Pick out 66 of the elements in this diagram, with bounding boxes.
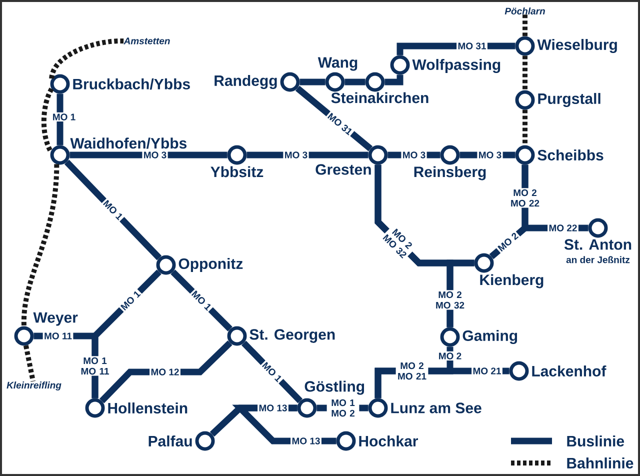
bus-line bbox=[300, 78, 326, 86]
legend-label: Bahnlinie bbox=[567, 457, 634, 468]
station-name: St. Anton bbox=[564, 239, 632, 250]
place-name: Pöchlarn bbox=[504, 8, 545, 14]
bus-line bbox=[56, 94, 64, 146]
route-label: MO 3 bbox=[477, 150, 503, 160]
route-label: MO 3 bbox=[283, 150, 309, 160]
route-label: MO 22 bbox=[548, 223, 578, 233]
station-name: St. Georgen bbox=[250, 329, 335, 343]
station-name: Kienberg bbox=[480, 274, 544, 288]
rail-line bbox=[22, 164, 60, 326]
route-label: MO 2 MO 32 bbox=[380, 224, 417, 261]
station-name: Hollenstein bbox=[108, 402, 188, 414]
station-name: Ybbsitz bbox=[210, 166, 264, 178]
rail-line bbox=[41, 88, 54, 153]
rail-line bbox=[522, 110, 528, 146]
route-label: MO 1 bbox=[51, 112, 77, 122]
station-name: Göstling bbox=[304, 380, 364, 395]
station-name: Opponitz bbox=[178, 258, 243, 272]
station-name: Wolfpassing bbox=[412, 58, 500, 74]
station-name: Hochkar bbox=[359, 435, 418, 446]
route-label: MO 31 bbox=[325, 110, 355, 138]
station-name: Reinsberg bbox=[414, 166, 486, 180]
station-name: Lunz am See bbox=[391, 402, 482, 414]
route-label: MO 2 bbox=[495, 230, 521, 254]
route-label: MO 1 bbox=[189, 288, 214, 313]
rail-line bbox=[23, 345, 36, 382]
route-label: MO 11 bbox=[42, 331, 74, 341]
route-label: MO 13 bbox=[290, 436, 322, 446]
route-label: MO 2 bbox=[437, 351, 463, 361]
station-name: Purgstall bbox=[538, 92, 600, 108]
station-name: Gresten bbox=[316, 164, 371, 175]
station-name: Bruckbach/Ybbs bbox=[73, 78, 190, 90]
route-label: MO 3 bbox=[401, 150, 427, 160]
station-name: Wieselburg bbox=[537, 38, 617, 54]
station-name: Weyer bbox=[33, 312, 78, 326]
route-label: MO 2 MO 22 bbox=[508, 188, 542, 208]
legend-label: Buslinie bbox=[567, 435, 624, 446]
rail-line bbox=[522, 14, 528, 36]
place-name: Amstetten bbox=[124, 38, 170, 44]
route-label: MO 2 MO 32 bbox=[434, 290, 466, 310]
route-label: MO 1 MO 11 bbox=[78, 356, 112, 376]
route-label: MO 3 bbox=[142, 150, 168, 160]
bus-line bbox=[344, 78, 366, 86]
route-label: MO 13 bbox=[258, 403, 288, 413]
place-name: Kleinreifling bbox=[6, 382, 62, 390]
station-name: Steinakirchen bbox=[331, 92, 428, 104]
route-label: MO 31 bbox=[456, 41, 488, 51]
route-label: MO 2 MO 21 bbox=[396, 361, 428, 381]
station-name: Waidhofen/Ybbs bbox=[70, 138, 187, 149]
station-name: Gaming bbox=[462, 330, 518, 344]
bus-line bbox=[384, 74, 404, 86]
station-name: Lackenhof bbox=[532, 365, 606, 376]
route-label: MO 1 bbox=[118, 288, 143, 313]
station-name: Wang bbox=[318, 57, 358, 71]
station-subtitle: an der Jeßnitz bbox=[566, 256, 630, 264]
rail-line bbox=[522, 56, 528, 90]
route-label: MO 1 bbox=[100, 198, 126, 222]
rail-line bbox=[49, 38, 124, 80]
route-label: MO 1 MO 2 bbox=[326, 398, 360, 418]
station-name: Palfau bbox=[148, 435, 192, 446]
route-label: MO 12 bbox=[150, 367, 180, 377]
route-label: MO 21 bbox=[472, 366, 502, 376]
station-name: Randegg bbox=[214, 74, 277, 90]
station-name: Scheibbs bbox=[538, 149, 604, 160]
route-label: MO 1 bbox=[260, 360, 284, 384]
